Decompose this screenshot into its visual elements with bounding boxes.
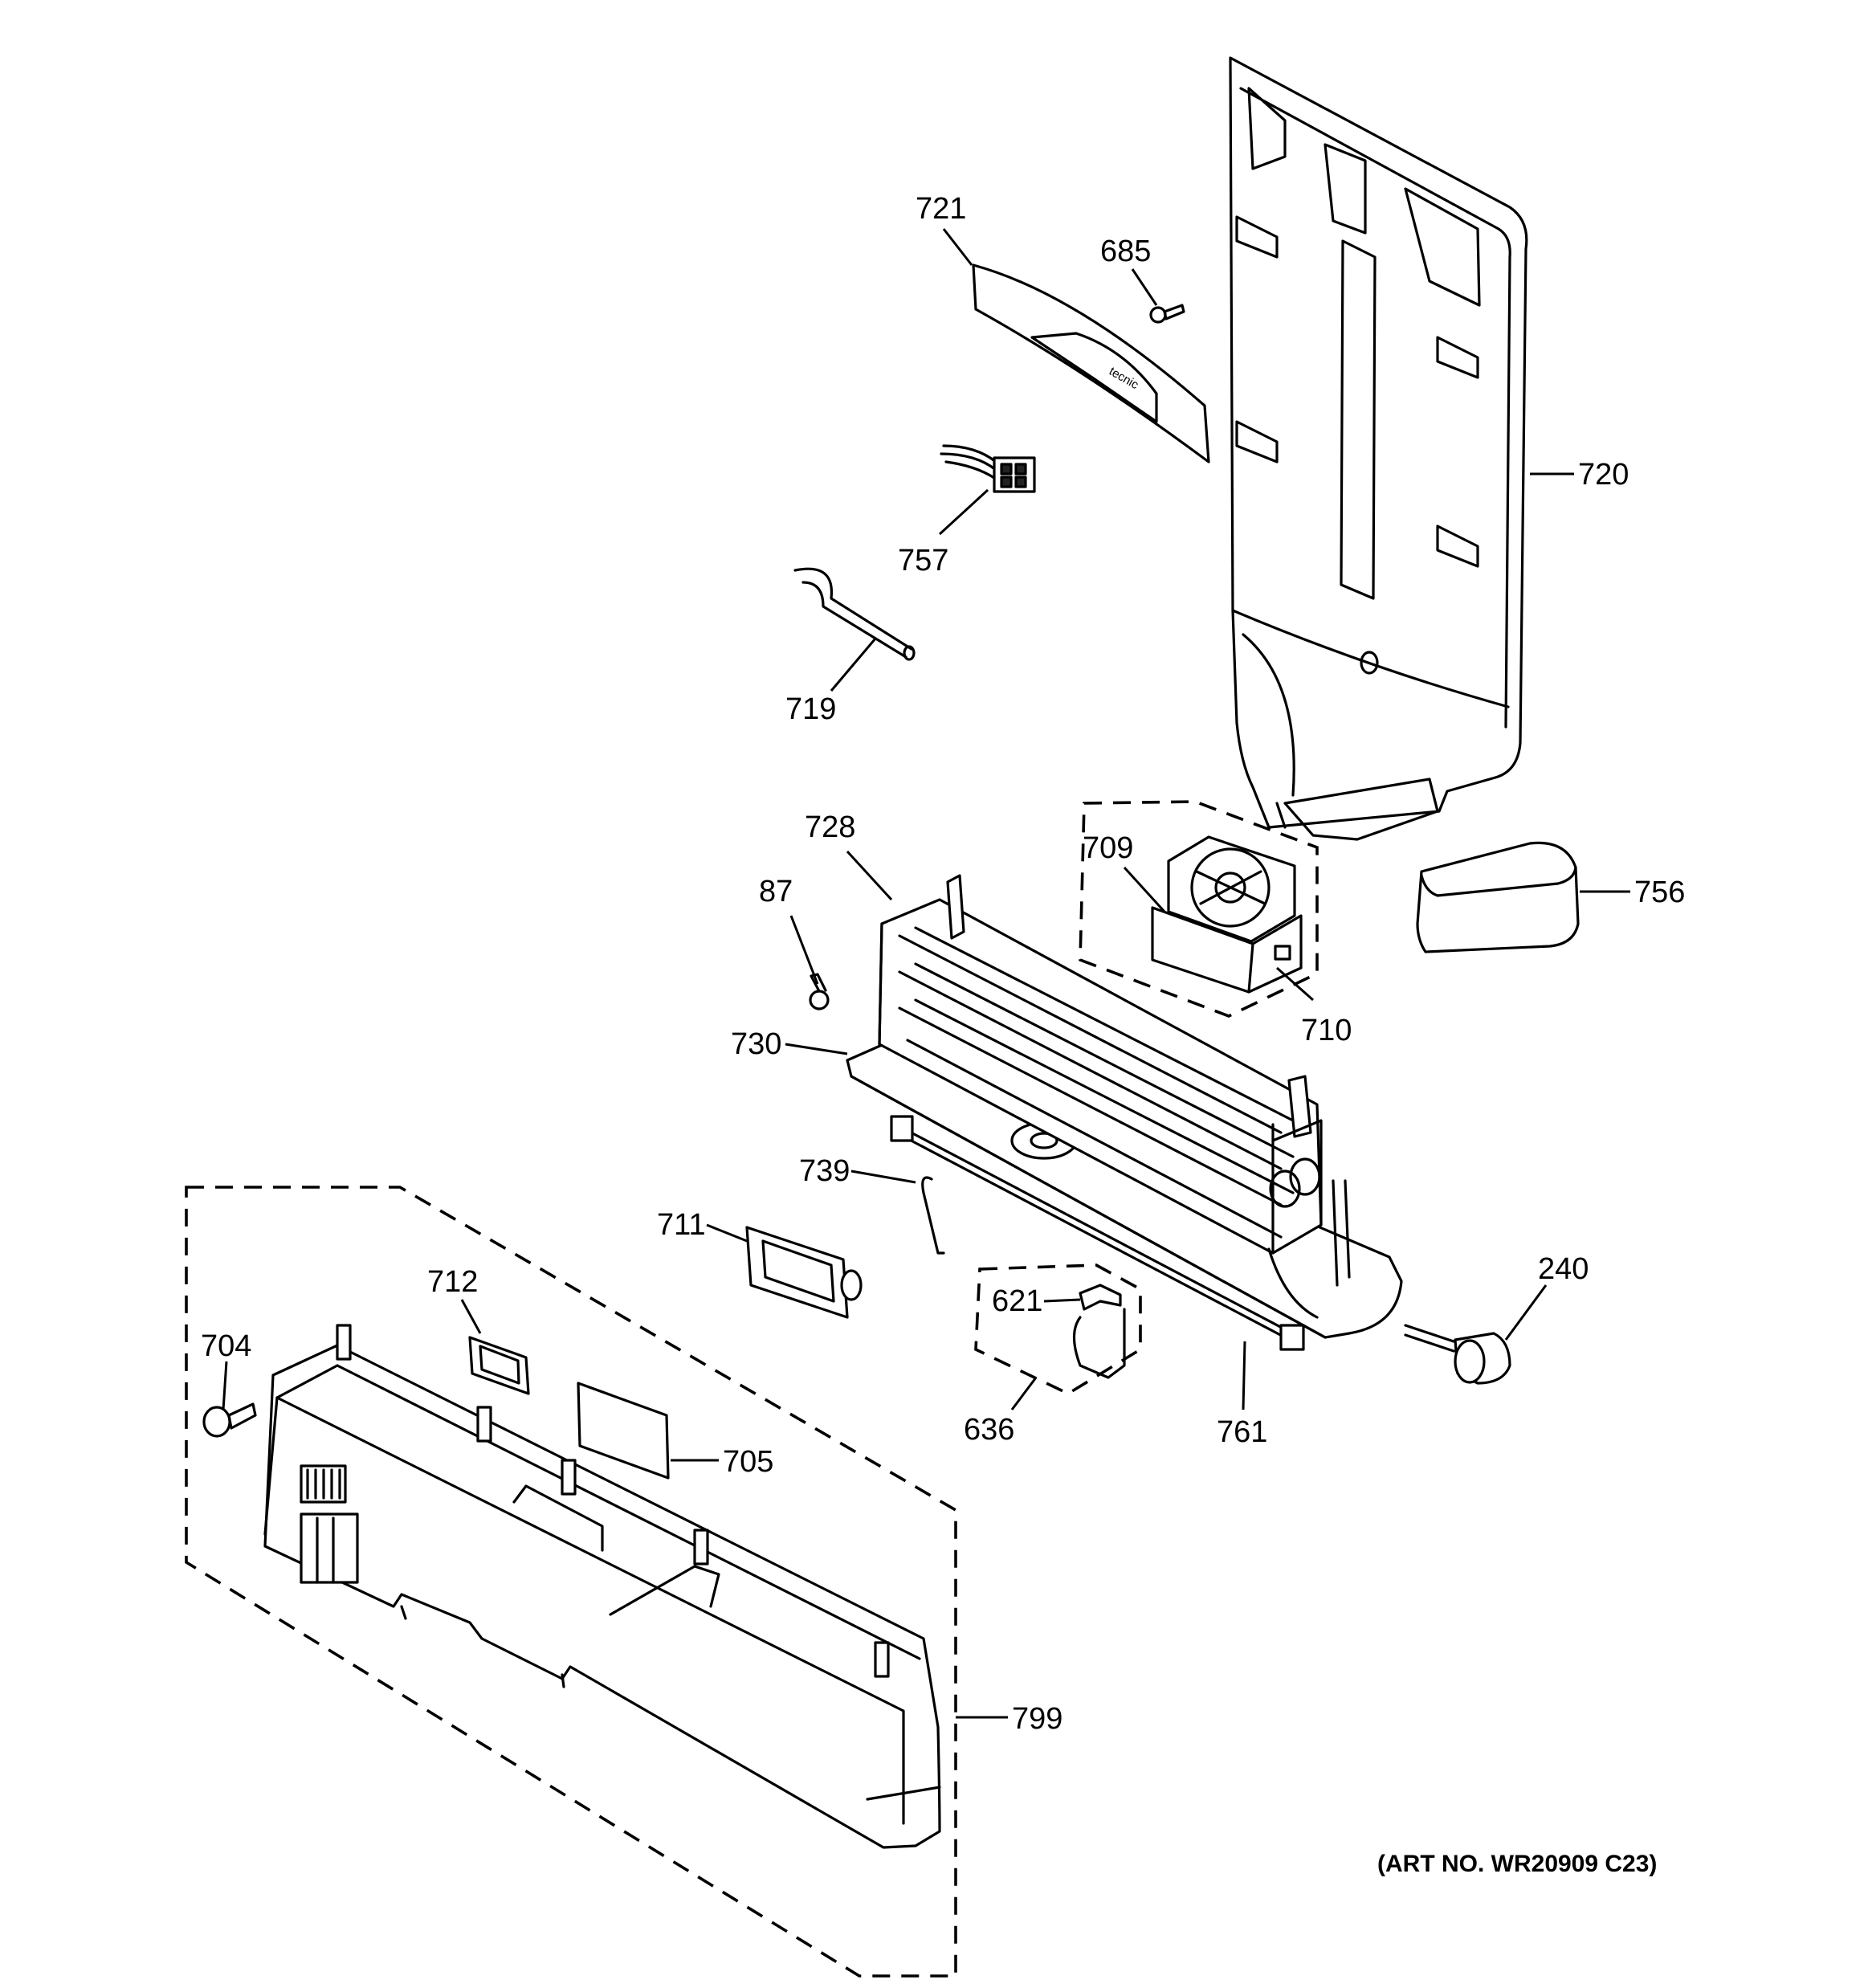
part-757-harness[interactable]	[940, 444, 1036, 493]
part-721-cover[interactable]: tecnic	[972, 263, 1210, 463]
art-number: (ART NO. WR20909 C23)	[1377, 1851, 1657, 1877]
leader-621	[1043, 1298, 1081, 1303]
leader-lines	[222, 228, 1630, 1719]
callout-labels: 721 685 720 757 719 728 709 756 87 710 7…	[201, 192, 1685, 1736]
leader-719	[830, 638, 877, 692]
leader-711	[706, 1223, 748, 1243]
callout-621: 621	[992, 1284, 1042, 1318]
part-240-thermostat[interactable]	[1404, 1324, 1511, 1385]
callout-757: 757	[898, 544, 948, 578]
callout-730: 730	[731, 1027, 781, 1061]
part-799-control-housing[interactable]	[263, 1324, 941, 1849]
part-711-grommet[interactable]	[745, 1226, 863, 1319]
callout-685: 685	[1100, 235, 1151, 268]
part-685-screw[interactable]	[1149, 304, 1185, 324]
part-709-fan[interactable]	[1167, 835, 1296, 943]
part-636-bracket[interactable]	[1072, 1308, 1126, 1379]
callout-739: 739	[799, 1154, 850, 1188]
callout-721: 721	[916, 192, 966, 226]
callout-704: 704	[201, 1329, 251, 1363]
part-710-fan-motor[interactable]	[1151, 906, 1303, 994]
callout-761: 761	[1217, 1415, 1267, 1449]
part-719-tube[interactable]	[793, 567, 916, 661]
leader-761	[1242, 1341, 1246, 1410]
leader-709	[1123, 866, 1166, 913]
part-712-grommet[interactable]	[468, 1336, 530, 1395]
callout-711: 711	[657, 1208, 706, 1242]
leader-636	[1010, 1377, 1038, 1410]
callout-240: 240	[1538, 1252, 1589, 1286]
callout-87: 87	[759, 875, 793, 908]
part-705-pad[interactable]	[577, 1382, 670, 1480]
callout-710: 710	[1301, 1014, 1352, 1047]
leader-712	[460, 1299, 482, 1334]
callout-636: 636	[964, 1413, 1014, 1447]
part-739-clip[interactable]	[921, 1176, 945, 1255]
callout-719: 719	[785, 692, 836, 726]
part-704-screw[interactable]	[202, 1402, 257, 1438]
leader-87	[789, 915, 819, 985]
leader-757	[938, 488, 989, 536]
callout-705: 705	[723, 1445, 773, 1479]
callout-799: 799	[1012, 1702, 1062, 1736]
part-756-bracket[interactable]	[1416, 841, 1580, 953]
group-709-dash-outline	[1079, 800, 1319, 1018]
part-730-evaporator-tray[interactable]	[846, 1041, 1403, 1339]
callout-756: 756	[1634, 876, 1685, 909]
leader-710	[1276, 966, 1314, 1002]
part-621-bracket[interactable]	[1079, 1284, 1122, 1311]
callout-709: 709	[1083, 831, 1133, 865]
part-720-evaporator-cover[interactable]	[1229, 56, 1528, 841]
leader-728	[846, 850, 893, 901]
leader-704	[222, 1361, 228, 1410]
group-636-dash-outline	[974, 1263, 1142, 1396]
leader-739	[850, 1170, 916, 1184]
leader-730	[785, 1043, 848, 1055]
callout-712: 712	[427, 1265, 478, 1299]
callout-728: 728	[805, 810, 855, 844]
leader-685	[1131, 268, 1158, 306]
part-728-evaporator-coil[interactable]	[878, 874, 1351, 1319]
leader-721	[942, 228, 973, 266]
callout-720: 720	[1578, 458, 1629, 492]
part-761-defrost-heater[interactable]	[890, 1115, 1305, 1351]
leader-240	[1504, 1284, 1548, 1341]
part-87-screw[interactable]	[809, 973, 830, 1010]
group-799-dash-outline	[185, 1186, 957, 1978]
